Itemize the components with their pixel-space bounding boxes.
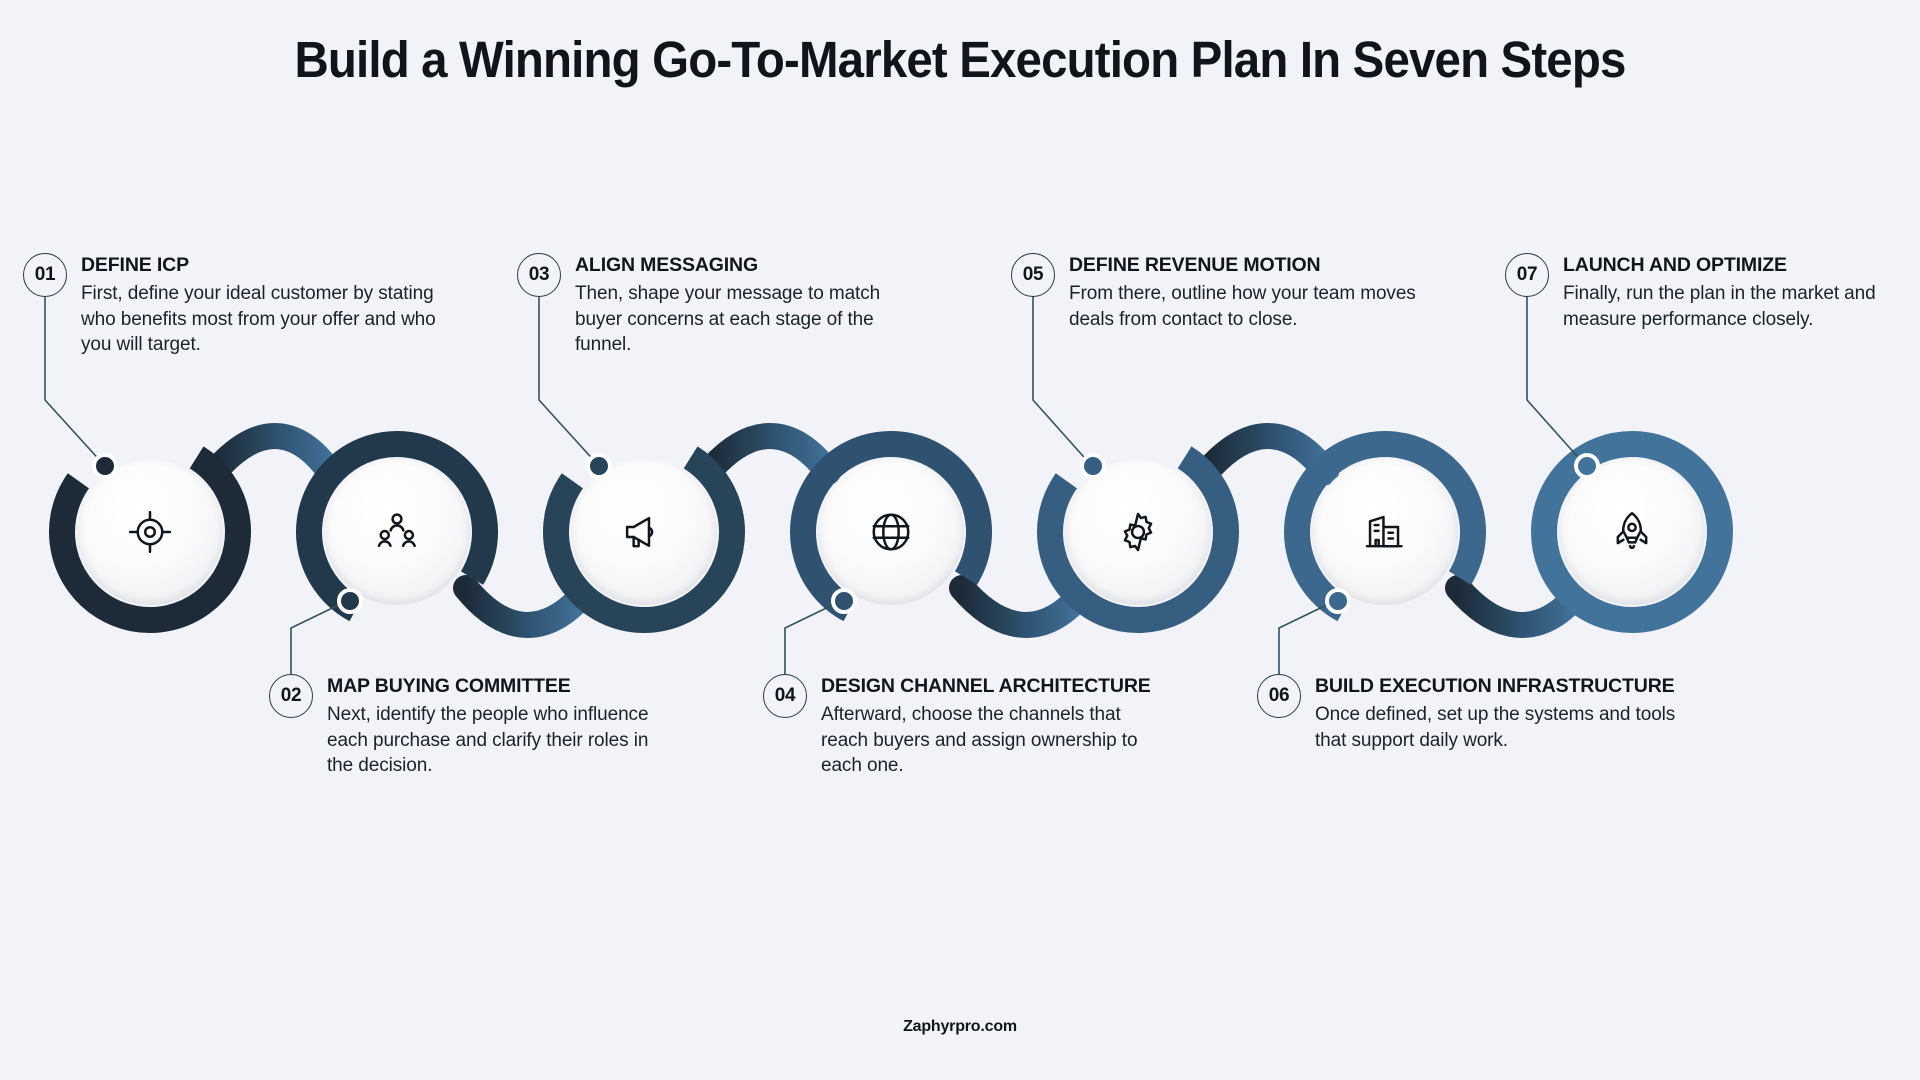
- step-block-3: 03 ALIGN MESSAGING Then, shape your mess…: [517, 252, 897, 357]
- step-node-7[interactable]: [1559, 459, 1705, 605]
- target-icon: [127, 509, 173, 555]
- ring-dot-1: [92, 453, 118, 479]
- step-desc-2: Next, identify the people who influence …: [327, 704, 649, 776]
- megaphone-icon: [621, 509, 667, 555]
- step-title-6: BUILD EXECUTION INFRASTRUCTURE: [1315, 675, 1675, 697]
- step-desc-3: Then, shape your message to match buyer …: [575, 283, 881, 355]
- step-badge-6: 06: [1257, 674, 1301, 718]
- step-block-5: 05 DEFINE REVENUE MOTION From there, out…: [1011, 252, 1431, 332]
- ring-dot-7: [1574, 453, 1600, 479]
- step-node-5[interactable]: [1065, 459, 1211, 605]
- step-title-5: DEFINE REVENUE MOTION: [1069, 254, 1321, 276]
- ring-dot-3: [586, 453, 612, 479]
- ring-dot-6: [1325, 588, 1351, 614]
- step-node-1[interactable]: [77, 459, 223, 605]
- step-node-6[interactable]: [1312, 459, 1458, 605]
- step-desc-4: Afterward, choose the channels that reac…: [821, 704, 1138, 776]
- ring-dot-4: [831, 588, 857, 614]
- building-icon: [1362, 509, 1408, 555]
- people-group-icon: [374, 509, 420, 555]
- footer-brand: Zaphyrpro.com: [903, 1018, 1017, 1035]
- step-badge-7: 07: [1505, 253, 1549, 297]
- step-badge-1: 01: [23, 253, 67, 297]
- step-block-6: 06 BUILD EXECUTION INFRASTRUCTURE Once d…: [1257, 673, 1677, 753]
- step-badge-4: 04: [763, 674, 807, 718]
- step-title-4: DESIGN CHANNEL ARCHITECTURE: [821, 675, 1151, 697]
- step-node-3[interactable]: [571, 459, 717, 605]
- step-title-3: ALIGN MESSAGING: [575, 254, 759, 276]
- page-title: Build a Winning Go-To-Market Execution P…: [294, 31, 1626, 88]
- step-badge-5: 05: [1011, 253, 1055, 297]
- step-node-2[interactable]: [324, 459, 470, 605]
- step-badge-3: 03: [517, 253, 561, 297]
- step-desc-7: Finally, run the plan in the market and …: [1563, 283, 1876, 330]
- globe-icon: [868, 509, 914, 555]
- step-title-2: MAP BUYING COMMITTEE: [327, 675, 571, 697]
- step-node-4[interactable]: [818, 459, 964, 605]
- step-block-1: 01 DEFINE ICP First, define your ideal c…: [23, 252, 453, 357]
- step-badge-2: 02: [269, 674, 313, 718]
- step-block-2: 02 MAP BUYING COMMITTEE Next, identify t…: [269, 673, 669, 778]
- step-title-7: LAUNCH AND OPTIMIZE: [1563, 254, 1787, 276]
- ring-dot-5: [1080, 453, 1106, 479]
- step-title-1: DEFINE ICP: [81, 254, 189, 276]
- step-desc-5: From there, outline how your team moves …: [1069, 283, 1416, 330]
- ring-dot-2: [337, 588, 363, 614]
- step-block-7: 07 LAUNCH AND OPTIMIZE Finally, run the …: [1505, 252, 1905, 332]
- step-desc-1: First, define your ideal customer by sta…: [81, 283, 436, 355]
- gear-icon: [1115, 509, 1161, 555]
- step-desc-6: Once defined, set up the systems and too…: [1315, 704, 1676, 751]
- rocket-icon: [1609, 509, 1655, 555]
- step-block-4: 04 DESIGN CHANNEL ARCHITECTURE Afterward…: [763, 673, 1163, 778]
